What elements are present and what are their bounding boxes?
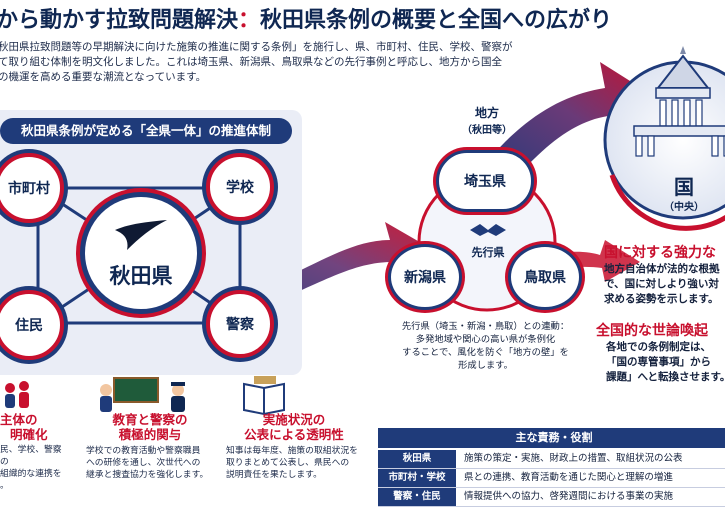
duty-row: 市町村・学校 県との連携、教育活動を通じた関心と理解の増進 — [378, 469, 725, 488]
node-police: 警察 — [206, 290, 274, 358]
pref-label: 新潟県 — [404, 270, 446, 286]
duty-row: 秋田県 施策の策定・実施、財政上の措置、取組状況の公表 — [378, 450, 725, 469]
nation-text-line: 「国の専管事項」から — [606, 356, 711, 368]
feature-transparency: 実施状況の 公表による透明性 知事は毎年度、施策の取組状況を 取りまとめて公表し… — [220, 412, 368, 481]
feature-head-line: 主体の — [0, 412, 38, 427]
local-center: 先行県 — [458, 220, 518, 260]
feature-head: 実施状況の 公表による透明性 — [220, 412, 368, 442]
feature-text: 民、学校、警察の 組織的な連携を 。 — [0, 444, 66, 492]
page-title: から動かす拉致問題解決：秋田県条例の概要と全国への広がり — [0, 1, 725, 41]
node-label: 警察 — [226, 317, 254, 333]
title-part1: から動かす拉致問題解決 — [0, 8, 239, 33]
panel-title: 秋田県条例が定める「全県一体」の推進体制 — [0, 118, 292, 144]
pref-niigata: 新潟県 — [388, 244, 462, 310]
node-label: 市町村 — [8, 181, 50, 197]
intro-text: 秋田県拉致問題等の早期解決に向けた施策の推進に関する条例」を施行し、県、市町村、… — [0, 40, 530, 85]
feature-head-line: 実施状況の — [262, 412, 326, 427]
nation-label: 国 （中央） — [646, 176, 722, 213]
feature-head: 主体の 明確化 — [0, 412, 66, 442]
nation-text-line: で、国に対しより強い対 — [604, 278, 719, 290]
feature-text-line: 知事は毎年度、施策の取組状況を — [226, 446, 358, 456]
feature-text: 知事は毎年度、施策の取組状況を 取りまとめて公表し、県民への 説明責任を果たしま… — [220, 445, 368, 481]
intro-line: の機運を高める重要な潮流となっています。 — [0, 71, 207, 83]
feature-head-line: 積極的関与 — [118, 427, 182, 442]
intro-line: 秋田県拉致問題等の早期解決に向けた施策の推進に関する条例」を施行し、県、市町村、… — [0, 41, 513, 53]
title-colon: ： — [238, 8, 261, 33]
caption-line: 形成します。 — [458, 360, 513, 371]
people-icon — [5, 381, 29, 408]
caption-line: することで、風化を防ぐ「地方の壁」を — [402, 347, 569, 358]
feature-text-line: への研修を通し、次世代への — [86, 458, 201, 468]
duty-row: 警察・住民 情報提供への協力、啓発週間における事業の実施 — [378, 488, 725, 507]
duty-key: 秋田県 — [378, 450, 456, 468]
akita-emblem — [115, 220, 167, 250]
nation-head: 全国的な世論喚起 — [596, 323, 708, 339]
feature-head-line: 教育と警察の — [112, 412, 188, 427]
intro-line: て取り組む体制を明文化しました。これは埼玉県、新潟県、鳥取県などの先行事例と呼応… — [0, 56, 502, 68]
caption-line: 多発地域や関心の高い県が条例化 — [415, 334, 556, 345]
nation-head: 国に対する強力な — [604, 245, 716, 261]
feature-text-line: 学校での教育活動や警察職員 — [86, 446, 201, 456]
node-akita: 秋田県 — [80, 192, 202, 314]
feature-clarity: 主体の 明確化 民、学校、警察の 組織的な連携を 。 — [0, 412, 66, 492]
teacher-icon — [100, 377, 159, 412]
feature-head: 教育と警察の 積極的関与 — [82, 412, 218, 442]
feature-text-line: 組織的な連携を — [0, 469, 62, 479]
node-label: 住民 — [15, 318, 43, 334]
duties-header: 主な責務・役割 — [378, 428, 725, 448]
node-residents: 住民 — [0, 290, 64, 360]
nation-sublabel: （中央） — [664, 202, 704, 213]
duty-value: 施策の策定・実施、財政上の措置、取組状況の公表 — [464, 453, 683, 464]
nation-text-line: 各地での条例制定は、 — [606, 341, 711, 353]
node-label: 学校 — [226, 180, 254, 196]
pref-label: 埼玉県 — [464, 174, 506, 190]
node-municipality: 市町村 — [0, 153, 64, 223]
nation-text-line: 課題」へと転換させます。 — [606, 371, 725, 383]
feature-icons — [5, 376, 285, 416]
nation-label-text: 国 — [674, 175, 694, 199]
diet-building-icon — [633, 46, 725, 157]
duty-value: 県との連携、教育活動を通じた関心と理解の増進 — [464, 472, 673, 483]
duty-key: 警察・住民 — [378, 488, 456, 506]
feature-text: 学校での教育活動や警察職員 への研修を通し、次世代への 継承と捜査協力を強化しま… — [82, 445, 218, 481]
title-part2: 秋田県条例の概要と全国への広がり — [260, 8, 613, 33]
police-officer-icon — [171, 382, 185, 412]
feature-head-line: 明確化 — [10, 427, 48, 442]
nation-text-line: 地方自治体が法的な根拠 — [604, 263, 720, 275]
feature-text-line: 民、学校、警察の — [0, 445, 62, 467]
arrow-to-nation — [480, 62, 660, 190]
report-book-icon — [243, 376, 285, 416]
feature-text-line: 取りまとめて公表し、県民への — [226, 458, 350, 468]
akita-label: 秋田県 — [109, 264, 173, 288]
local-center-label: 先行県 — [471, 246, 505, 259]
handshake-icon — [470, 224, 506, 236]
feature-text-line: 説明責任を果たします。 — [226, 470, 322, 480]
local-label-text: 地方 — [474, 106, 499, 120]
caption-line: 先行県（埼玉・新潟・鳥取）との連動： — [401, 321, 570, 332]
node-school: 学校 — [206, 153, 274, 221]
pref-tottori: 鳥取県 — [508, 244, 582, 310]
nation-opinion: 全国的な世論喚起 各地での条例制定は、 「国の専管事項」から 課題」へと転換させ… — [596, 322, 725, 385]
nation-request: 国に対する強力な 地方自治体が法的な根拠 で、国に対しより強い対 求める姿勢を示… — [604, 244, 725, 307]
nation-ring-red — [609, 174, 725, 231]
duty-key: 市町村・学校 — [378, 469, 456, 487]
feature-text-line: 継承と捜査協力を強化します。 — [86, 470, 209, 480]
duty-value: 情報提供への協力、啓発週間における事業の実施 — [464, 491, 674, 502]
pref-saitama: 埼玉県 — [436, 150, 534, 212]
feature-text-line: 。 — [0, 481, 9, 491]
local-caption: 先行県（埼玉・新潟・鳥取）との連動： 多発地域や関心の高い県が条例化 することで… — [388, 320, 583, 372]
local-label: 地方 （秋田等） — [437, 104, 537, 136]
pref-label: 鳥取県 — [524, 270, 566, 286]
feature-education-police: 教育と警察の 積極的関与 学校での教育活動や警察職員 への研修を通し、次世代への… — [82, 412, 218, 481]
local-sublabel: （秋田等） — [462, 125, 512, 136]
nation-text: 地方自治体が法的な根拠 で、国に対しより強い対 求める姿勢を示します。 — [604, 262, 725, 307]
nation-text: 各地での条例制定は、 「国の専管事項」から 課題」へと転換させます。 — [596, 340, 725, 385]
arrow-to-nation-lower — [520, 240, 640, 282]
nation-text-line: 求める姿勢を示します。 — [604, 293, 719, 305]
feature-head-line: 公表による透明性 — [244, 427, 344, 442]
